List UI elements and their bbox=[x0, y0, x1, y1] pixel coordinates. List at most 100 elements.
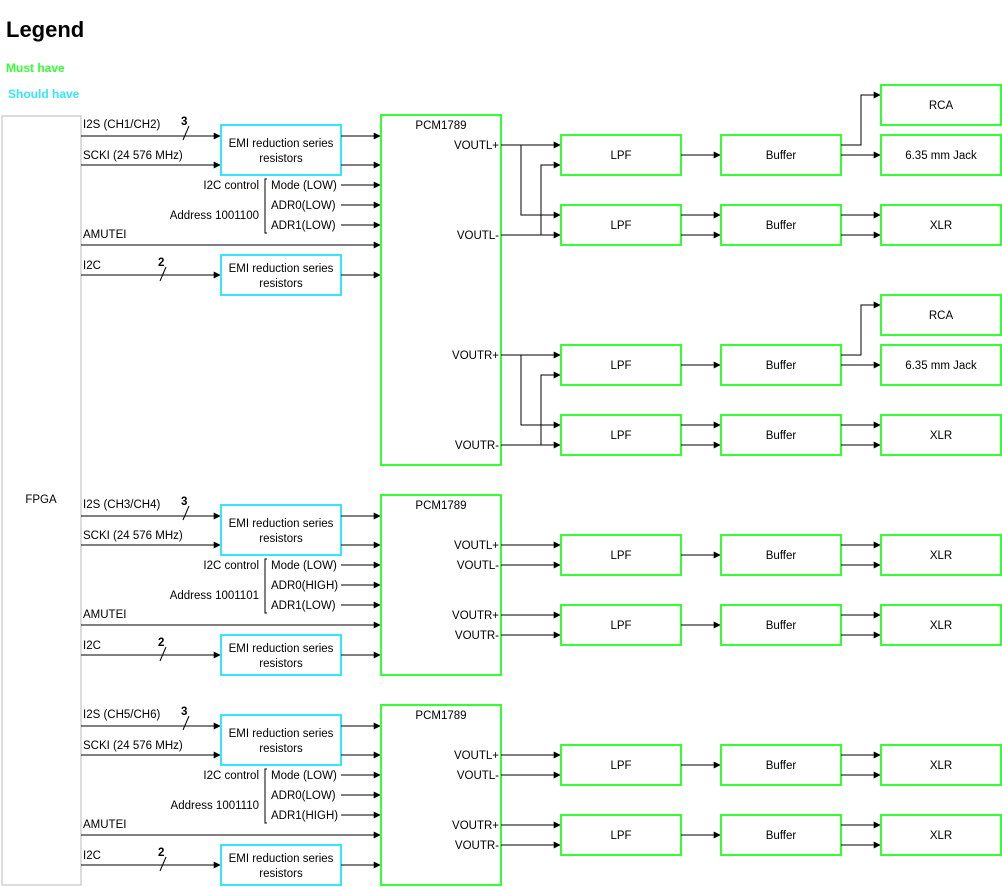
group1-left-buffer-b-label: Buffer bbox=[766, 220, 797, 232]
group2-i2c-control-label: I2C control bbox=[203, 560, 259, 572]
group2-right-xlr-label: XLR bbox=[930, 620, 952, 632]
group1-left-xlr-label: XLR bbox=[930, 220, 952, 232]
group1-i2c-control-label: I2C control bbox=[203, 180, 259, 192]
group1-right-jack-label: 6.35 mm Jack bbox=[905, 360, 977, 372]
group1-left-buffer-a-label: Buffer bbox=[766, 150, 797, 162]
group1-left-jack bbox=[880, 134, 1002, 176]
group2-adr1-label: ADR1(LOW) bbox=[271, 600, 336, 612]
group3-emi-top-label-1: EMI reduction series bbox=[229, 728, 334, 740]
group1-left-pos-label: VOUTL+ bbox=[454, 140, 499, 152]
group1-amutei-label: AMUTEI bbox=[83, 229, 126, 241]
group1-left-pos-to-lpfB bbox=[520, 145, 561, 219]
group1-emi-bottom-label-2: resistors bbox=[259, 278, 303, 290]
group3-emi-bottom-label-1: EMI reduction series bbox=[229, 853, 334, 865]
group2-left-pos-label: VOUTL+ bbox=[454, 540, 499, 552]
group3-right-neg-label: VOUTR- bbox=[455, 840, 499, 852]
group3-left-buffer bbox=[720, 744, 842, 786]
group1-right-buffer-b bbox=[720, 414, 842, 456]
group1-right-lpf-a-label: LPF bbox=[610, 360, 631, 372]
group1-left-lpf-b-label: LPF bbox=[610, 220, 631, 232]
group3-dac-block bbox=[380, 704, 502, 886]
group2-i2c-bus-count: 2 bbox=[158, 637, 164, 649]
group1-emi-top-label-1: EMI reduction series bbox=[229, 138, 334, 150]
group2-dac-block bbox=[380, 494, 502, 676]
group3-i2c-bus-count: 2 bbox=[158, 847, 164, 859]
group1-right-pos-label: VOUTR+ bbox=[452, 350, 499, 362]
group3-mode-label: Mode (LOW) bbox=[271, 770, 337, 782]
group1-address-label: Address 1001100 bbox=[170, 210, 259, 222]
group3-left-xlr bbox=[880, 744, 1002, 786]
group2-right-lpf bbox=[560, 604, 682, 646]
group1-right-lpf-b bbox=[560, 414, 682, 456]
group1-left-buffer-a bbox=[720, 134, 842, 176]
group2-left-xlr-label: XLR bbox=[930, 550, 952, 562]
group3-i2c-bus-slash bbox=[159, 856, 167, 872]
group1-right-rca-label: RCA bbox=[929, 310, 954, 322]
group1-i2s-bus-count: 3 bbox=[181, 116, 187, 128]
group2-emi-top bbox=[220, 504, 342, 556]
group3-left-lpf-label: LPF bbox=[610, 760, 631, 772]
group3-emi-top-label-2: resistors bbox=[259, 743, 303, 755]
legend-title: Legend bbox=[6, 17, 84, 42]
group3-dac-label: PCM1789 bbox=[415, 710, 466, 722]
group3-i2c-label: I2C bbox=[83, 850, 101, 862]
group1-left-rca-label: RCA bbox=[929, 100, 954, 112]
group3-scki-label: SCKI (24 576 MHz) bbox=[83, 740, 183, 752]
group2-right-buffer bbox=[720, 604, 842, 646]
group3-amutei-label: AMUTEI bbox=[83, 819, 126, 831]
group1-emi-bottom-label-1: EMI reduction series bbox=[229, 263, 334, 275]
group1-left-rca bbox=[880, 84, 1002, 126]
group1-left-lpf-b bbox=[560, 204, 682, 246]
group1-dac-label: PCM1789 bbox=[415, 120, 466, 132]
group3-emi-bottom-label-2: resistors bbox=[259, 868, 303, 880]
group2-adr0-label: ADR0(HIGH) bbox=[271, 580, 338, 592]
group2-amutei-label: AMUTEI bbox=[83, 609, 126, 621]
group3-adr1-label: ADR1(HIGH) bbox=[271, 810, 338, 822]
group2-left-lpf-label: LPF bbox=[610, 550, 631, 562]
group2-address-brace bbox=[264, 558, 267, 614]
group1-left-neg-to-lpfA bbox=[501, 161, 561, 236]
group1-right-neg-to-lpfA bbox=[501, 371, 561, 446]
group2-left-neg-label: VOUTL- bbox=[457, 560, 499, 572]
group2-emi-bottom-label-2: resistors bbox=[259, 658, 303, 670]
fpga-block bbox=[1, 115, 82, 886]
group3-address-label: Address 1001110 bbox=[171, 800, 259, 812]
group1-emi-top-label-2: resistors bbox=[259, 153, 303, 165]
group3-right-buffer bbox=[720, 814, 842, 856]
group1-left-lpf-a bbox=[560, 134, 682, 176]
group1-dac-block bbox=[380, 114, 502, 466]
group1-left-lpf-a-label: LPF bbox=[610, 150, 631, 162]
group1-emi-top bbox=[220, 124, 342, 176]
group3-i2s-bus-slash bbox=[182, 715, 190, 731]
group1-emi-bottom bbox=[220, 254, 342, 296]
group3-i2s-bus-count: 3 bbox=[181, 706, 187, 718]
group3-emi-top bbox=[220, 714, 342, 766]
group1-mode-label: Mode (LOW) bbox=[271, 180, 337, 192]
group2-left-buffer bbox=[720, 534, 842, 576]
group2-i2s-bus-slash bbox=[182, 505, 190, 521]
group1-right-neg-label: VOUTR- bbox=[455, 440, 499, 452]
group2-emi-bottom bbox=[220, 634, 342, 676]
group3-right-buffer-label: Buffer bbox=[766, 830, 797, 842]
group1-left-neg-label: VOUTL- bbox=[457, 230, 499, 242]
group2-left-xlr bbox=[880, 534, 1002, 576]
group3-right-xlr bbox=[880, 814, 1002, 856]
group3-right-lpf-label: LPF bbox=[610, 830, 631, 842]
group2-right-neg-label: VOUTR- bbox=[455, 630, 499, 642]
group1-right-buffer-a bbox=[720, 344, 842, 386]
group1-i2s-bus-slash bbox=[182, 125, 190, 141]
group3-adr0-label: ADR0(LOW) bbox=[271, 790, 336, 802]
group1-left-xlr bbox=[880, 204, 1002, 246]
group1-scki-label: SCKI (24 576 MHz) bbox=[83, 150, 183, 162]
group1-i2s-label: I2S (CH1/CH2) bbox=[83, 119, 160, 131]
group1-right-buffer-a-label: Buffer bbox=[766, 360, 797, 372]
group1-adr1-label: ADR1(LOW) bbox=[271, 220, 336, 232]
group1-right-lpf-a bbox=[560, 344, 682, 386]
group2-left-buffer-label: Buffer bbox=[766, 550, 797, 562]
group3-address-brace bbox=[264, 768, 267, 824]
group3-i2c-control-label: I2C control bbox=[203, 770, 259, 782]
group1-right-lpf-b-label: LPF bbox=[610, 430, 631, 442]
group2-i2s-label: I2S (CH3/CH4) bbox=[83, 499, 160, 511]
